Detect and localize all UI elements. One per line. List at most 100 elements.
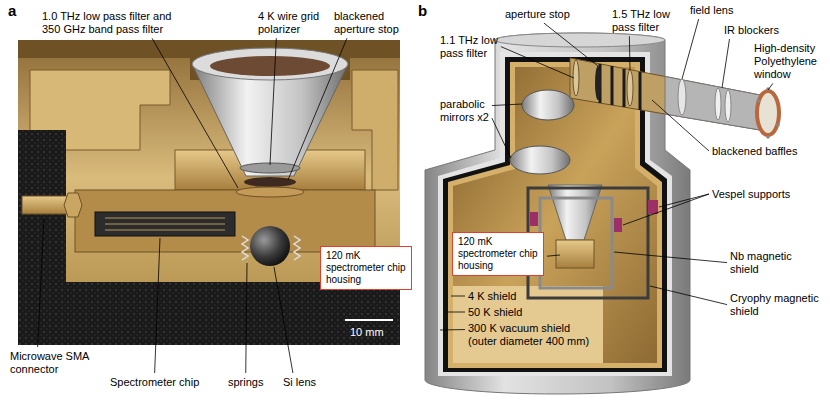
parabolic-mirror — [522, 90, 574, 120]
callout-label: 300 K vacuum shield (outer diameter 400 … — [468, 322, 596, 348]
leader-line — [246, 263, 247, 373]
label-holder: springs — [228, 376, 263, 389]
leader-line — [547, 255, 560, 256]
aperture-stop — [595, 66, 601, 100]
leader-line — [492, 118, 511, 158]
callout-label: Cryophy magnetic shield — [730, 292, 820, 318]
callout-label: blackened aperture stop — [334, 10, 410, 36]
leader-line — [155, 238, 160, 373]
vespel-support — [648, 200, 658, 214]
callout-label: 4 K shield — [468, 290, 516, 303]
callout-label: Si lens — [283, 376, 316, 389]
panel-a-render — [18, 40, 400, 345]
label-holder: 4 K wire grid polarizer — [258, 10, 330, 36]
panel-letter: b — [418, 2, 427, 20]
filter-stack — [236, 187, 304, 197]
spring — [242, 236, 248, 260]
sma-nut — [64, 193, 82, 217]
callout-label: Spectrometer chip — [110, 376, 199, 389]
leader-line — [682, 19, 699, 79]
label-holder: aperture stop — [505, 8, 570, 21]
callout-label: field lens — [690, 4, 733, 17]
label-holder: 4 K shield — [468, 290, 516, 303]
callout-label: blackened baffles — [712, 145, 797, 158]
panel-letter: a — [8, 2, 16, 20]
label-holder: IR blockers — [724, 24, 779, 37]
low-pass-filter — [627, 70, 633, 106]
label-holder: Microwave SMA connector — [10, 350, 100, 376]
window-bolt — [756, 99, 760, 103]
absorber-foam — [18, 130, 400, 345]
leader-line — [650, 286, 727, 305]
si-lens — [250, 226, 290, 266]
cryophy-shield — [528, 188, 648, 298]
callout-label: IR blockers — [724, 24, 779, 37]
callout-label: Nb magnetic shield — [730, 250, 820, 276]
parabolic-mirror — [510, 146, 570, 174]
scale-bar — [345, 319, 393, 321]
callout-label: Vespel supports — [712, 188, 790, 201]
callout-box: 120 mK spectrometer chip housing — [320, 246, 412, 290]
leader-line — [722, 39, 730, 88]
vespel-support — [614, 218, 622, 232]
panel-b-render — [425, 33, 780, 394]
label-holder: 300 K vacuum shield (outer diameter 400 … — [468, 322, 596, 348]
chip-housing — [556, 240, 594, 268]
leader-line — [614, 252, 727, 263]
callout-label: Microwave SMA connector — [10, 350, 100, 376]
blackened-baffles — [600, 64, 640, 110]
label-holder: Si lens — [283, 376, 316, 389]
label-holder: 1.5 THz low pass filter — [612, 8, 684, 34]
leader-line — [274, 267, 293, 373]
leader-line — [288, 38, 347, 180]
callout-label: 1.5 THz low pass filter — [612, 8, 684, 34]
leader-line — [544, 23, 598, 66]
spring — [294, 236, 300, 260]
leader-line — [501, 47, 574, 78]
render-background — [18, 40, 400, 345]
chip-pattern — [105, 218, 225, 230]
leader-line — [38, 218, 44, 347]
callout-label: 4 K wire grid polarizer — [258, 10, 330, 36]
callout-label: aperture stop — [505, 8, 570, 21]
leader-line — [440, 329, 465, 330]
window-bolt — [766, 135, 770, 139]
leader-line — [451, 296, 465, 297]
callout-label: parabolic mirrors x2 — [440, 98, 502, 124]
ir-blocker — [715, 88, 721, 120]
leader-line — [629, 36, 631, 70]
callout-label: 1.0 THz low pass filter and 350 GHz band… — [42, 10, 192, 36]
feedhorn-rim — [192, 48, 348, 80]
ir-blocker — [725, 90, 731, 122]
box-label: 120 mK spectrometer chip housing — [326, 250, 406, 286]
label-holder: a — [8, 2, 16, 20]
window-bolt — [776, 123, 780, 127]
label-holder: 1.0 THz low pass filter and 350 GHz band… — [42, 10, 192, 36]
callout-label: High-density Polyethylene window — [754, 42, 824, 82]
box-label: 120 mK spectrometer chip housing — [458, 236, 538, 272]
callout-label: 50 K shield — [468, 306, 522, 319]
window — [757, 91, 779, 135]
leader-line — [623, 194, 709, 225]
label-holder: 1.1 THz low pass filter — [440, 34, 520, 60]
label-holder: Nb magnetic shield — [730, 250, 820, 276]
label-holder: b — [418, 2, 427, 20]
callout-label: springs — [228, 376, 263, 389]
label-holder: Vespel supports — [712, 188, 790, 201]
leader-line — [492, 104, 522, 106]
label-holder: parabolic mirrors x2 — [440, 98, 502, 124]
label-holder: 10 mm — [350, 326, 384, 339]
leader-line — [652, 100, 709, 151]
leader-line — [659, 194, 709, 207]
callout-box: 120 mK spectrometer chip housing — [452, 232, 544, 276]
label-holder: field lens — [690, 4, 733, 17]
label-holder: High-density Polyethylene window — [754, 42, 824, 82]
shell-top — [495, 33, 665, 47]
callout-label: 1.1 THz low pass filter — [440, 34, 520, 60]
scale-label: 10 mm — [350, 326, 384, 339]
label-holder: blackened baffles — [712, 145, 797, 158]
leader-line — [446, 312, 465, 313]
